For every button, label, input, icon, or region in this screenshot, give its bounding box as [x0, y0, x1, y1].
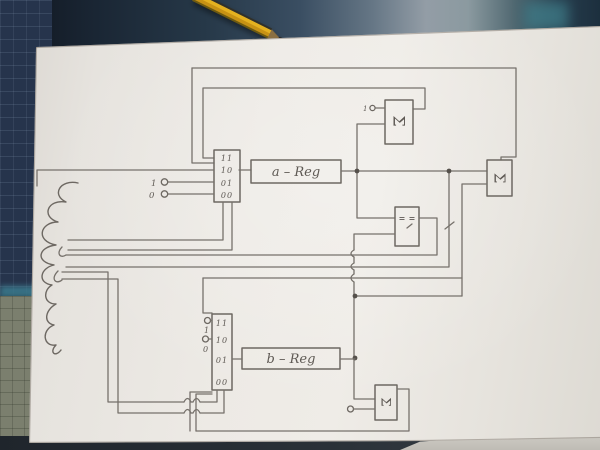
top-terminal-zero-label: 0: [149, 191, 155, 201]
bottom-decoder: 11 10 01 00: [211, 313, 233, 391]
sigma-right-symbol: Σ: [491, 173, 509, 184]
top-terminal-zero-icon: [160, 190, 169, 198]
b-register: b – Reg: [231, 347, 356, 370]
bottom-decoder-row-11: 11: [216, 319, 228, 328]
top-decoder-wires: [36, 169, 252, 251]
b-register-label: b – Reg: [267, 352, 316, 367]
central-bus: [65, 170, 463, 400]
sigma-bottom-block: Σ: [195, 384, 410, 432]
bottom-terminal-zero-icon: [201, 335, 210, 343]
sigma-bottom-terminal-icon: [346, 405, 355, 413]
bottom-decoder-row-00: 00: [216, 378, 228, 387]
sigma-top-terminal-label: 1: [363, 105, 367, 113]
top-terminal-one-icon: [160, 178, 169, 186]
top-decoder: 11 10 01 00: [213, 149, 241, 203]
bottom-terminal-one-icon: [203, 316, 212, 325]
sigma-top-terminal-icon: [369, 104, 376, 112]
a-register: a – Reg: [250, 159, 488, 184]
top-decoder-row-10: 10: [221, 166, 233, 175]
sigma-bottom-symbol: Σ: [378, 397, 393, 406]
top-feedback-wires: [191, 67, 517, 164]
memory-cloud-scribble: [40, 181, 79, 355]
bottom-decoder-row-01: 01: [216, 356, 228, 365]
top-decoder-row-00: 00: [221, 191, 233, 200]
a-register-label: a – Reg: [272, 165, 320, 180]
top-terminal-one-label: 1: [151, 179, 156, 189]
comparator-eq-right: =: [409, 213, 416, 223]
bottom-left-wires: [61, 271, 225, 432]
bottom-terminal-one-label: 1: [204, 326, 209, 335]
bottom-input-terminals: 1 0: [201, 316, 213, 354]
comparator-eq-left: =: [399, 213, 406, 223]
sigma-top-block: Σ 1: [356, 99, 414, 219]
top-input-terminals: 1 0: [149, 178, 169, 201]
sigma-top-symbol: Σ: [390, 115, 409, 126]
sigma-right-block: Σ: [461, 159, 513, 297]
comparator-block: = =: [65, 206, 438, 256]
bottom-terminal-zero-label: 0: [203, 345, 208, 354]
top-decoder-row-11: 11: [221, 154, 233, 163]
top-decoder-row-01: 01: [221, 179, 233, 188]
bottom-decoder-row-10: 10: [216, 336, 228, 345]
desk-teal-highlight: [524, 2, 568, 30]
junction-dots: [352, 168, 452, 361]
